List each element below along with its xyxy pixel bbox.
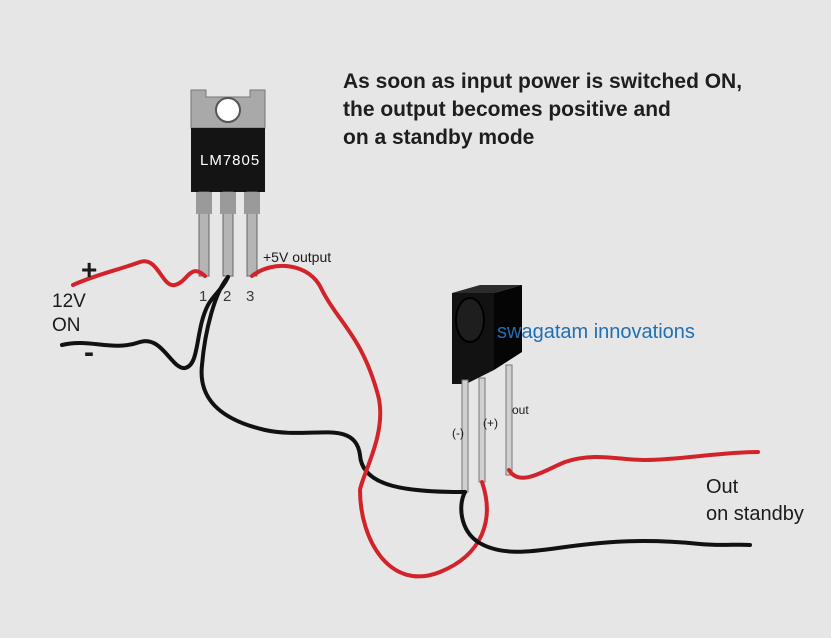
pin-2-label: 2	[223, 288, 232, 305]
supply-voltage-label: 12V	[52, 291, 86, 312]
sensor-leg-pos	[478, 377, 486, 483]
sensor-leg-out	[505, 364, 513, 476]
regulator-pin-shoulder-3	[244, 192, 260, 214]
caption-line-2: the output becomes positive and	[343, 98, 671, 121]
sensor-out-label: out	[512, 403, 529, 417]
ground-wire-to-sensor	[199, 275, 467, 494]
sensor-lens	[455, 297, 485, 343]
output-label-line-2: on standby	[706, 503, 804, 525]
sensor-positive-label: (+)	[483, 416, 498, 430]
pin-1-label: 1	[199, 288, 208, 305]
input-positive-wire	[71, 259, 207, 288]
sensor-side-face	[494, 285, 522, 370]
regulator-part-label: LM7805	[200, 152, 261, 169]
ir-sensor	[452, 285, 522, 493]
caption-text: As soon as input power is switched ON, t…	[343, 68, 742, 152]
supply-plus-sign: +	[81, 254, 98, 285]
regulator-mount-hole	[215, 97, 241, 123]
lm7805-regulator	[190, 89, 266, 277]
regulator-pin-shoulder-2	[220, 192, 236, 214]
brand-watermark: swagatam innovations	[497, 321, 695, 343]
regulator-body	[191, 128, 265, 192]
sensor-top-face	[452, 285, 522, 293]
input-negative-wire	[60, 275, 230, 370]
sensor-negative-label: (-)	[452, 426, 464, 440]
sensor-output-wire	[507, 450, 760, 480]
pin-3-label: 3	[246, 288, 255, 305]
output-5v-label: +5V output	[263, 249, 332, 265]
supply-state-label: ON	[52, 315, 81, 336]
output-label-line-1: Out	[706, 476, 739, 498]
regulator-pin-shoulder-1	[196, 192, 212, 214]
output-5v-wire	[250, 263, 489, 579]
supply-minus-sign: -	[84, 336, 94, 369]
caption-line-1: As soon as input power is switched ON,	[343, 70, 743, 93]
caption-line-3: on a standby mode	[343, 126, 535, 149]
sensor-ground-lead-wire	[459, 490, 752, 554]
